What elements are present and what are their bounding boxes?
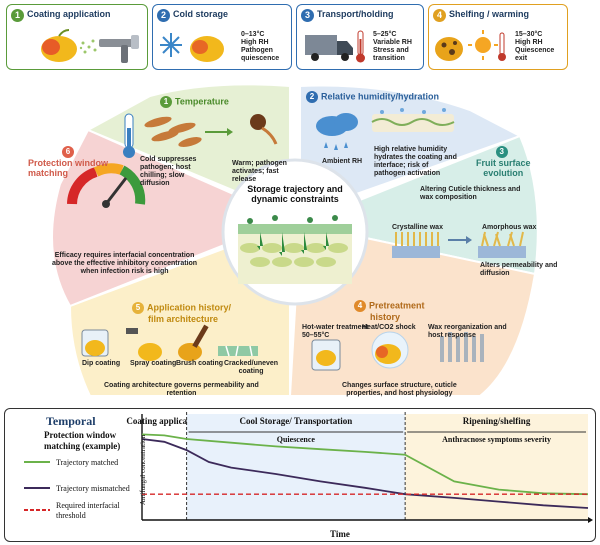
phase-sub-label: Quiescence — [277, 435, 316, 444]
stage-condition: High RH — [241, 39, 269, 46]
stage-condition: 5–25°C — [373, 31, 397, 38]
petal-temperature — [85, 83, 291, 216]
dip-coating-icon — [81, 329, 109, 357]
legend-label: Required interfacial — [56, 501, 121, 510]
temperature-text-right: Warm; pathogen activates; fast release — [232, 160, 287, 183]
wax-platelets-icon — [440, 332, 484, 362]
stage-number: 2 — [157, 9, 170, 22]
series-line — [141, 438, 589, 509]
cracked-coating-icon — [218, 345, 258, 357]
chart-title: Temporal — [46, 414, 96, 428]
stage-condition: Pathogen — [241, 47, 273, 54]
protection-text: Efficacy requires interfacial concentrat… — [52, 252, 198, 275]
phase-label: Cool Storage/ Transportation — [240, 416, 353, 426]
temperature-thermometer-icon — [123, 113, 135, 158]
application-text: Coating architecture governs permeabilit… — [104, 382, 259, 397]
surface-alters-text: Alters permeability and diffusion — [480, 262, 558, 277]
phase-band — [186, 414, 406, 520]
legend-label: Trajectory mismatched — [56, 484, 130, 493]
mango-spray-icon — [41, 29, 139, 63]
spray-coating-label: Spray coating — [130, 360, 177, 367]
pretreatment-item-heat-shock: Heat/CO2 shock — [362, 324, 416, 331]
stage-title: Cold storage — [173, 9, 229, 19]
pretreatment-text: Changes surface structure, cuticle prope… — [342, 382, 457, 397]
cracked-coating-label: Cracked/uneven coating — [224, 360, 279, 375]
temporal-chart: Coating application Cool Storage/ Transpo… — [24, 412, 593, 523]
stage-condition: 0–13°C — [241, 31, 265, 38]
amorphous-wax-icon — [478, 231, 526, 258]
x-axis-arrow — [588, 517, 593, 523]
stage-title: Shelfing / warming — [449, 9, 530, 19]
ambient-rh-label: Ambient RH — [322, 158, 363, 165]
amorphous-wax-label: Amorphous wax — [482, 224, 537, 231]
snowflake-mango-icon — [160, 33, 224, 62]
stage-title: Coating application — [27, 9, 111, 19]
humidity-text: High relative humidity hydrates the coat… — [374, 146, 457, 177]
dip-coating-label: Dip coating — [82, 360, 121, 367]
phase-sub-label: Anthracnose symptoms severity — [442, 435, 551, 444]
chart-subtitle: Protection window matching (example) — [44, 430, 121, 451]
protection-title: 6 Protection window matching — [28, 146, 108, 178]
chart-ylabel: Antifungal concentration — [139, 434, 147, 506]
stage-number: 3 — [301, 9, 314, 22]
center-title: Storage trajectory and dynamic constrain… — [247, 184, 343, 204]
spore-germinating-icon — [250, 114, 278, 145]
protection-gauge-icon — [67, 163, 146, 208]
legend-label: Trajectory matched — [56, 458, 118, 467]
stage-condition: quiescence — [241, 55, 280, 62]
surface-text-top: Altering Cuticle thickness and wax compo… — [420, 186, 521, 201]
stage-coating-application: 1 Coating application — [6, 4, 148, 70]
stage-condition: 15–30°C — [515, 31, 543, 38]
truck-thermometer-icon — [305, 30, 365, 63]
chart-xlabel: Time — [330, 529, 350, 539]
crystalline-wax-icon — [392, 232, 440, 258]
crystalline-wax-label: Crystalline wax — [392, 224, 443, 231]
hydrated-surface-icon — [371, 108, 455, 132]
spray-coating-icon — [126, 328, 162, 361]
rain-cloud-icon — [316, 113, 358, 150]
petal-protection — [51, 128, 293, 308]
stage-shelfing-warming: 4 Shelfing / warming 15–30°C High RH Qui… — [428, 4, 568, 70]
pretreatment-item-wax: Wax reorganization and host response — [428, 324, 507, 339]
temperature-text-left: Cold suppresses pathogen; host chilling;… — [140, 156, 197, 187]
legend-label: threshold — [56, 511, 86, 520]
phase-band — [405, 414, 588, 520]
heat-shock-mango-icon — [371, 331, 409, 369]
stage-number: 4 — [433, 9, 446, 22]
petal-surface — [296, 134, 539, 276]
stage-condition: Stress and — [373, 47, 409, 54]
stage-cold-storage: 2 Cold storage 0–13°C High RH Pathogen q… — [152, 4, 292, 70]
series-line — [141, 433, 589, 496]
stage-condition: transition — [373, 55, 405, 62]
petal-diagram — [51, 83, 539, 397]
stage-title: Transport/holding — [317, 9, 394, 19]
hot-water-beaker-icon — [311, 339, 341, 371]
stage-condition: High RH — [515, 39, 543, 46]
stage-condition: Variable RH — [373, 39, 412, 46]
sun-mango-icon — [435, 30, 506, 61]
surface-title: 3 Fruit surface evolution — [476, 146, 531, 178]
phase-label: Ripening/shelfing — [463, 416, 531, 426]
phase-label: Coating application — [126, 416, 202, 426]
stage-transport-holding: 3 Transport/holding 5–25°C Variable RH S… — [296, 4, 424, 70]
brush-coating-icon — [178, 324, 209, 361]
stage-number: 1 — [11, 9, 24, 22]
stage-condition: exit — [515, 55, 528, 62]
phase-band — [142, 414, 187, 520]
stage-condition: Quiescence — [515, 47, 555, 54]
pretreatment-item-hot-water: Hot-water treatment 50–55°C — [302, 324, 369, 339]
brush-coating-label: Brush coating — [176, 360, 224, 367]
